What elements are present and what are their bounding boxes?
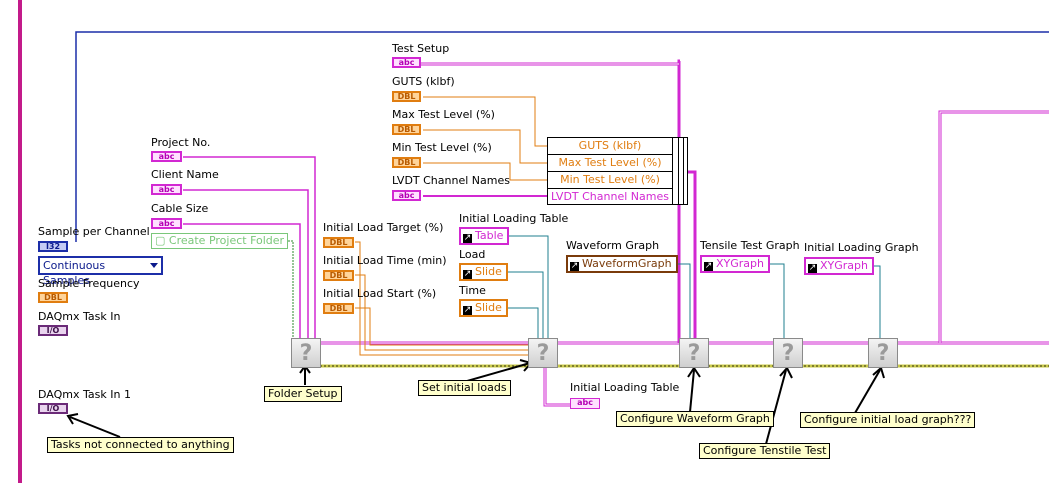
guts-label: GUTS (klbf)	[392, 75, 455, 88]
min-test-level-terminal[interactable]: DBL	[392, 157, 421, 168]
initial-load-time-label: Initial Load Time (min)	[323, 254, 447, 267]
reference-value: Table	[475, 229, 504, 242]
bundle-row-lvdt-channel-names: LVDT Channel Names	[551, 190, 669, 203]
initial-load-target-terminal[interactable]: DBL	[323, 237, 354, 248]
tensile-test-graph-reference[interactable]: ↗XYGraph	[700, 255, 770, 273]
set-initial-loads-subvi[interactable]: ?	[528, 338, 558, 368]
min-test-level-label: Min Test Level (%)	[392, 141, 492, 154]
chevron-down-icon	[150, 263, 158, 268]
project-no-label: Project No.	[151, 136, 211, 149]
load-reference[interactable]: ↗Slide	[459, 263, 508, 281]
daqmx-task-in-1-terminal[interactable]: I/O	[38, 403, 68, 414]
test-setup-terminal[interactable]: abc	[392, 57, 421, 68]
reference-value: Slide	[475, 265, 502, 278]
initial-load-target-label: Initial Load Target (%)	[323, 221, 444, 234]
bundle-by-name-node[interactable]: GUTS (klbf) Max Test Level (%) Min Test …	[547, 137, 673, 205]
while-loop-border	[18, 0, 22, 483]
initial-loading-table-ref-label: Initial Loading Table	[459, 212, 569, 225]
initial-load-time-terminal[interactable]: DBL	[323, 270, 354, 281]
folder-icon: ▢	[155, 234, 169, 247]
reference-value: WaveformGraph	[582, 257, 672, 270]
initial-loading-graph-reference[interactable]: ↗XYGraph	[804, 257, 874, 275]
bundle-row-guts: GUTS (klbf)	[548, 138, 672, 155]
initial-loading-table-reference[interactable]: ↗Table	[459, 227, 510, 245]
lvdt-channel-names-label: LVDT Channel Names	[392, 174, 510, 187]
bundle-input-node	[672, 137, 688, 205]
initial-load-start-terminal[interactable]: DBL	[323, 303, 354, 314]
configure-waveform-graph-note: Configure Waveform Graph	[616, 411, 774, 427]
create-project-folder-label: Create Project Folder	[168, 234, 285, 247]
configure-initial-load-graph-note: Configure initial load graph???	[800, 412, 976, 428]
cable-size-label: Cable Size	[151, 202, 209, 215]
sample-frequency-label: Sample Frequency	[38, 277, 140, 290]
cable-size-terminal[interactable]: abc	[151, 218, 182, 229]
project-no-terminal[interactable]: abc	[151, 151, 182, 162]
reference-arrow-icon: ↗	[704, 261, 713, 271]
sample-mode-value: Continuous Samples	[43, 259, 106, 287]
set-initial-loads-note: Set initial loads	[418, 380, 511, 396]
client-name-label: Client Name	[151, 168, 219, 181]
configure-tensile-test-note: Configure Tenstile Test	[699, 443, 831, 459]
reference-arrow-icon: ↗	[463, 233, 472, 243]
sample-mode-ring[interactable]: Continuous Samples	[38, 256, 163, 287]
reference-arrow-icon: ↗	[570, 261, 579, 271]
reference-value: XYGraph	[716, 257, 764, 270]
waveform-graph-ref-label: Waveform Graph	[566, 239, 660, 252]
configure-tensile-test-subvi[interactable]: ?	[773, 338, 803, 368]
configure-initial-load-graph-subvi[interactable]: ?	[868, 338, 898, 368]
reference-arrow-icon: ↗	[808, 263, 817, 273]
waveform-graph-reference[interactable]: ↗WaveformGraph	[566, 255, 678, 273]
reference-arrow-icon: ↗	[463, 305, 472, 315]
sample-per-channel-label: Sample per Channel	[38, 225, 150, 238]
client-name-terminal[interactable]: abc	[151, 184, 182, 195]
reference-arrow-icon: ↗	[463, 269, 472, 279]
test-setup-label: Test Setup	[392, 42, 450, 55]
configure-waveform-graph-subvi[interactable]: ?	[679, 338, 709, 368]
load-ref-label: Load	[459, 248, 486, 261]
initial-loading-table-indicator[interactable]: abc	[570, 398, 600, 409]
initial-loading-graph-ref-label: Initial Loading Graph	[804, 241, 919, 254]
create-project-folder-button[interactable]: ▢ Create Project Folder	[151, 233, 289, 249]
time-ref-label: Time	[459, 284, 486, 297]
tensile-test-graph-ref-label: Tensile Test Graph	[700, 239, 800, 252]
lvdt-channel-names-terminal[interactable]: abc	[392, 190, 421, 201]
daqmx-task-in-label: DAQmx Task In	[38, 310, 121, 323]
max-test-level-label: Max Test Level (%)	[392, 108, 495, 121]
daqmx-task-in-1-label: DAQmx Task In 1	[38, 388, 131, 401]
reference-value: XYGraph	[820, 259, 868, 272]
bundle-row-min-test-level: Min Test Level (%)	[548, 172, 672, 189]
sample-per-channel-terminal[interactable]: I32	[38, 241, 68, 252]
reference-value: Slide	[475, 301, 502, 314]
guts-terminal[interactable]: DBL	[392, 91, 421, 102]
initial-load-start-label: Initial Load Start (%)	[323, 287, 437, 300]
folder-setup-subvi[interactable]: ?	[291, 338, 321, 368]
folder-setup-note: Folder Setup	[264, 386, 342, 402]
max-test-level-terminal[interactable]: DBL	[392, 124, 421, 135]
initial-loading-table-indicator-label: Initial Loading Table	[570, 381, 680, 394]
sample-frequency-terminal[interactable]: DBL	[38, 292, 68, 303]
bundle-row-max-test-level: Max Test Level (%)	[548, 155, 672, 172]
tasks-not-connected-note: Tasks not connected to anything	[47, 437, 234, 453]
daqmx-task-in-terminal[interactable]: I/O	[38, 325, 68, 336]
time-reference[interactable]: ↗Slide	[459, 299, 508, 317]
